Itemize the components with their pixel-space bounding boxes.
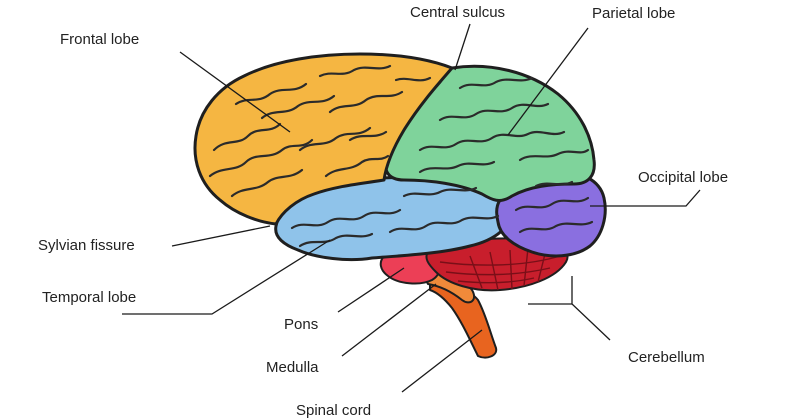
leader-medulla [341,283,437,357]
label-occipital-lobe: Occipital lobe [638,169,728,186]
label-central-sulcus: Central sulcus [410,4,505,21]
label-temporal-lobe: Temporal lobe [42,289,136,306]
label-medulla: Medulla [266,359,319,376]
label-frontal-lobe: Frontal lobe [60,31,139,48]
label-spinal-cord: Spinal cord [296,402,371,419]
label-cerebellum: Cerebellum [628,349,705,366]
leader-temporal-lobe [122,239,331,315]
leader-frontal-lobe [179,51,291,133]
leader-lines [122,23,701,393]
leader-parietal-lobe [507,27,589,136]
leader-pons [337,267,405,313]
label-sylvian-fissure: Sylvian fissure [38,237,135,254]
parietal-gyri [418,76,590,174]
occipital-gyri [514,180,594,234]
leader-spinal-cord [401,329,483,393]
temporal-gyri [290,186,500,248]
label-pons: Pons [284,316,318,333]
label-parietal-lobe: Parietal lobe [592,5,675,22]
leader-cerebellum [571,276,611,341]
spinal-cord-shape [429,277,498,359]
leader-central-sulcus [454,23,471,71]
frontal-gyri [208,64,432,198]
leader-sylvian-fissure [171,225,271,247]
leader-occipital-lobe [590,189,701,207]
